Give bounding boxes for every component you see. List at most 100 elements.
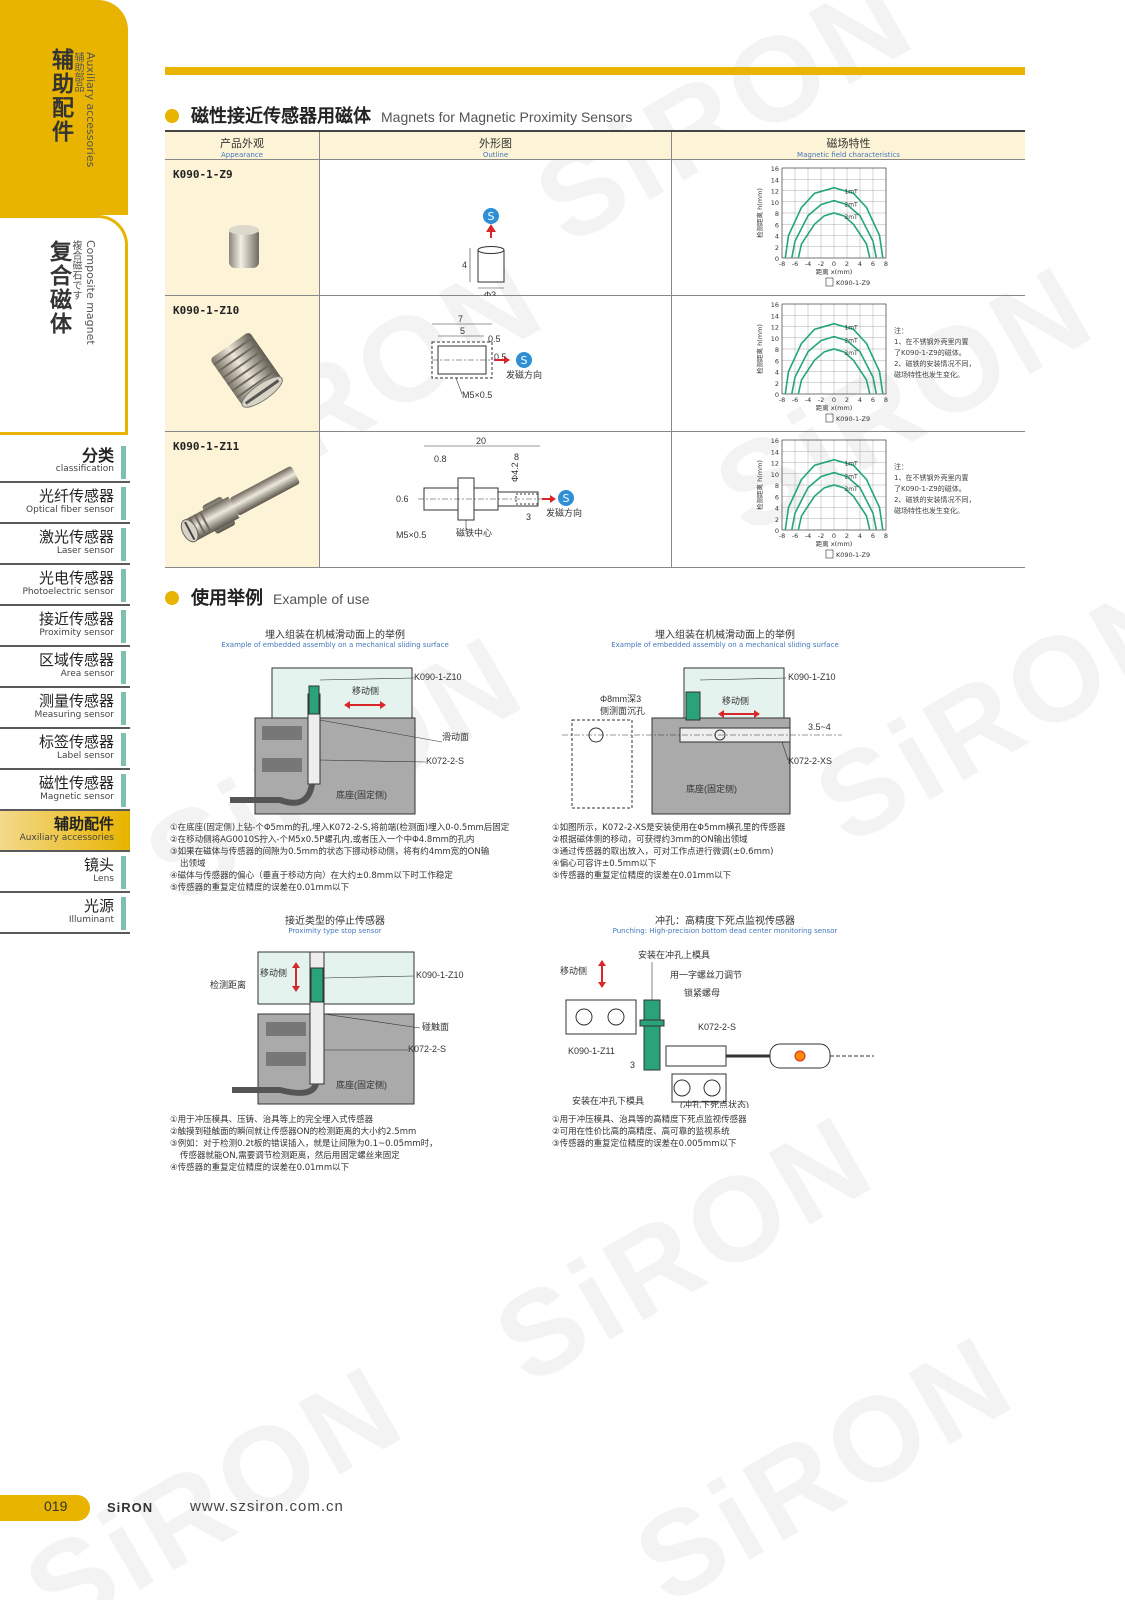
svg-text:7: 7 xyxy=(458,314,463,324)
svg-text:安装在冲孔下模具: 安装在冲孔下模具 xyxy=(572,1095,644,1106)
y-tick-label: 12 xyxy=(771,460,779,468)
model-number: K090-1-Z11 xyxy=(173,440,240,453)
svg-text:8: 8 xyxy=(514,452,519,462)
svg-text:发磁方向: 发磁方向 xyxy=(506,369,542,380)
series-label: 1mT xyxy=(844,325,858,332)
x-tick-label: 8 xyxy=(884,532,888,540)
y-tick-label: 8 xyxy=(775,210,779,218)
svg-text:K072-2-S: K072-2-S xyxy=(408,1044,446,1054)
svg-text:底座(固定侧): 底座(固定侧) xyxy=(686,783,737,794)
y-tick-label: 6 xyxy=(775,357,779,365)
footer-page-tab xyxy=(0,1495,90,1521)
svg-text:底座(固定侧): 底座(固定侧) xyxy=(336,1079,387,1090)
series-line-1mT xyxy=(784,458,884,531)
svg-text:K072-2-XS: K072-2-XS xyxy=(788,756,832,766)
svg-text:Φ3: Φ3 xyxy=(484,290,496,296)
example-diagram-3: 检测距离 移动侧 K090-1-Z10 碰触面 K072-2-S 底座(固定侧) xyxy=(210,951,464,1105)
series-label: 3mT xyxy=(844,350,858,357)
x-tick-label: 6 xyxy=(871,532,875,540)
product-photo-z11 xyxy=(180,466,300,543)
category-title-en: Auxiliary accessories xyxy=(84,52,97,168)
x-tick-label: -4 xyxy=(805,260,811,268)
x-tick-label: -6 xyxy=(792,532,798,540)
sidebar-subcategory-tab[interactable]: 复合磁体 複合磁石です Composite magnet xyxy=(0,215,128,435)
x-axis-label: 距离 x(mm) xyxy=(816,539,853,548)
svg-text:S: S xyxy=(563,492,570,505)
outline-drawing-z11: 20 0.8 8 Φ4.2 0.6 3 S 发磁方向 M5×0.5 磁铁中心 xyxy=(396,436,582,540)
svg-text:K090-1-Z11: K090-1-Z11 xyxy=(568,1046,615,1056)
svg-text:(冲孔下死点状态): (冲孔下死点状态) xyxy=(680,1099,749,1108)
outline-drawing-z9: S 4 Φ3 xyxy=(462,208,505,296)
svg-text:移动侧: 移动侧 xyxy=(352,685,379,696)
y-axis-label: 检测距离 h(mm) xyxy=(755,460,764,510)
svg-text:4: 4 xyxy=(462,260,467,270)
svg-text:移动侧: 移动侧 xyxy=(722,695,749,706)
svg-text:0.8: 0.8 xyxy=(434,454,447,464)
x-tick-label: 0 xyxy=(832,532,836,540)
model-number: K090-1-Z9 xyxy=(173,168,233,181)
y-tick-label: 0 xyxy=(775,255,779,263)
svg-text:K072-2-S: K072-2-S xyxy=(426,756,464,766)
series-line-2mT xyxy=(791,335,878,395)
svg-text:侧测面沉孔: 侧测面沉孔 xyxy=(600,705,645,716)
x-tick-label: 0 xyxy=(832,260,836,268)
website-link[interactable]: www.szsiron.com.cn xyxy=(190,1498,344,1515)
y-tick-label: 6 xyxy=(775,493,779,501)
subcategory-subtitle-jp: 複合磁石です xyxy=(70,240,81,300)
y-axis-label: 检测距离 h(mm) xyxy=(755,324,764,374)
x-tick-label: 8 xyxy=(884,396,888,404)
table-row: K090-1-Z10 7 5 0.5 xyxy=(165,296,1025,432)
example-description: ①在底座(固定侧)上钻-个Φ5mm的孔,埋入K072-2-S,将前端(检测面)埋… xyxy=(170,823,510,893)
y-tick-label: 4 xyxy=(775,369,779,377)
y-tick-label: 2 xyxy=(775,516,779,524)
y-tick-label: 14 xyxy=(771,448,779,456)
x-tick-label: -8 xyxy=(779,532,785,540)
x-axis-label: 距离 x(mm) xyxy=(816,267,853,276)
y-tick-label: 8 xyxy=(775,482,779,490)
svg-text:磁铁中心: 磁铁中心 xyxy=(456,527,492,538)
plot-frame xyxy=(781,167,887,259)
header-accent-bar xyxy=(165,67,1025,75)
x-tick-label: -2 xyxy=(818,532,824,540)
outline-drawing-z10: 7 5 0.5 0.5 S 发磁方向 M5×0.5 xyxy=(431,314,542,400)
magnet-icon xyxy=(825,277,834,287)
bullet-icon xyxy=(165,591,179,605)
section-title-examples: 使用举例 Example of use xyxy=(165,584,370,610)
y-tick-label: 10 xyxy=(771,471,779,479)
sidebar-category-tab[interactable]: 辅助配件 辅助部品 Auxiliary accessories xyxy=(0,0,128,215)
x-tick-label: 2 xyxy=(845,260,849,268)
table-row: K090-1-Z11 2 0 0.8 8 Φ4.2 xyxy=(165,432,1025,568)
y-tick-label: 4 xyxy=(775,233,779,241)
svg-text:5: 5 xyxy=(460,326,465,336)
y-tick-label: 0 xyxy=(775,391,779,399)
brand-logo: SiRON xyxy=(107,1500,154,1515)
series-line-1mT xyxy=(784,186,884,259)
model-number: K090-1-Z10 xyxy=(173,304,240,317)
y-tick-label: 12 xyxy=(771,188,779,196)
svg-text:3: 3 xyxy=(630,1060,635,1070)
product-photo-z9 xyxy=(229,225,259,268)
sidebar: 辅助配件 辅助部品 Auxiliary accessories 复合磁体 複合磁… xyxy=(0,0,130,960)
svg-text:Φ4.2: Φ4.2 xyxy=(510,462,520,482)
series-line-1mT xyxy=(784,322,884,395)
y-tick-label: 14 xyxy=(771,176,779,184)
chart-caption: K090-1-Z9 xyxy=(836,551,870,559)
